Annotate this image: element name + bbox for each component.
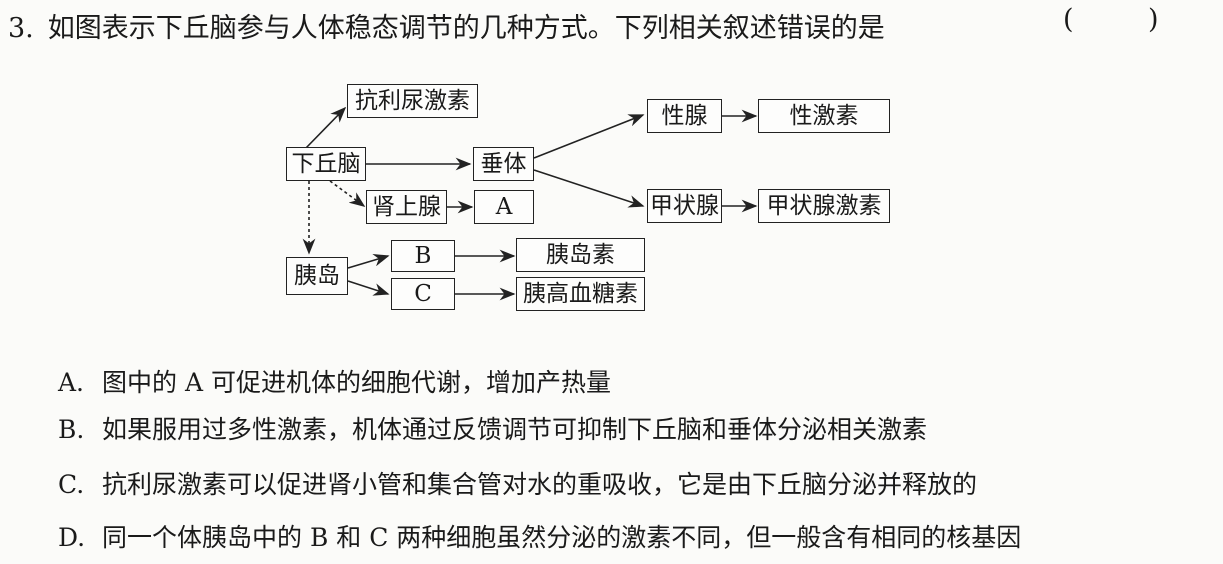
option-c-letter: C.: [58, 470, 85, 499]
question-stem-line: 3. 如图表示下丘脑参与人体稳态调节的几种方式。下列相关叙述错误的是: [8, 6, 885, 45]
question-stem: 如图表示下丘脑参与人体稳态调节的几种方式。下列相关叙述错误的是: [47, 13, 885, 44]
option-d: D. 同一个体胰岛中的 B 和 C 两种细胞虽然分泌的激素不同，但一般含有相同的核…: [58, 518, 1021, 554]
option-b-letter: B.: [58, 415, 85, 444]
node-sex-hormone: 性激素: [758, 99, 890, 133]
arrow-pituitary-thyroid: [533, 169, 645, 208]
node-pancreatic-islet: 胰岛: [286, 257, 348, 295]
option-a: A. 图中的 A 可促进机体的细胞代谢，增加产热量: [58, 363, 611, 399]
question-number: 3.: [8, 13, 34, 44]
option-d-text: 同一个体胰岛中的 B 和 C 两种细胞虽然分泌的激素不同，但一般含有相同的核基因: [102, 523, 1022, 552]
node-b: B: [391, 240, 455, 272]
option-a-text: 图中的 A 可促进机体的细胞代谢，增加产热量: [102, 368, 611, 397]
answer-paren-right: ): [1148, 4, 1159, 35]
option-c-text: 抗利尿激素可以促进肾小管和集合管对水的重吸收，它是由下丘脑分泌并释放的: [102, 470, 978, 499]
option-b: B. 如果服用过多性激素，机体通过反馈调节可抑制下丘脑和垂体分泌相关激素: [58, 410, 927, 446]
node-gonad: 性腺: [647, 99, 722, 133]
node-pituitary: 垂体: [473, 147, 534, 181]
node-thyroid: 甲状腺: [647, 189, 722, 223]
option-d-letter: D.: [58, 523, 86, 552]
node-a: A: [474, 190, 534, 224]
option-a-letter: A.: [58, 368, 85, 397]
node-c: C: [391, 278, 455, 310]
node-insulin: 胰岛素: [516, 238, 645, 272]
node-hypothalamus: 下丘脑: [286, 147, 366, 181]
arrow-islet-b: [347, 254, 390, 269]
option-c: C. 抗利尿激素可以促进肾小管和集合管对水的重吸收，它是由下丘脑分泌并释放的: [58, 465, 977, 501]
node-adrenal: 肾上腺: [366, 190, 447, 224]
arrow-islet-c: [347, 280, 390, 296]
arrow-pituitary-gonad: [533, 114, 645, 159]
node-adh: 抗利尿激素: [347, 84, 478, 118]
arrow-hypothalamus-adrenal: [329, 180, 366, 207]
node-glucagon: 胰高血糖素: [516, 277, 645, 311]
node-thyroid-hormone: 甲状腺激素: [758, 189, 890, 223]
arrow-hypothalamus-adh: [304, 106, 347, 150]
answer-paren-left: (: [1063, 4, 1074, 35]
option-b-text: 如果服用过多性激素，机体通过反馈调节可抑制下丘脑和垂体分泌相关激素: [102, 415, 928, 444]
